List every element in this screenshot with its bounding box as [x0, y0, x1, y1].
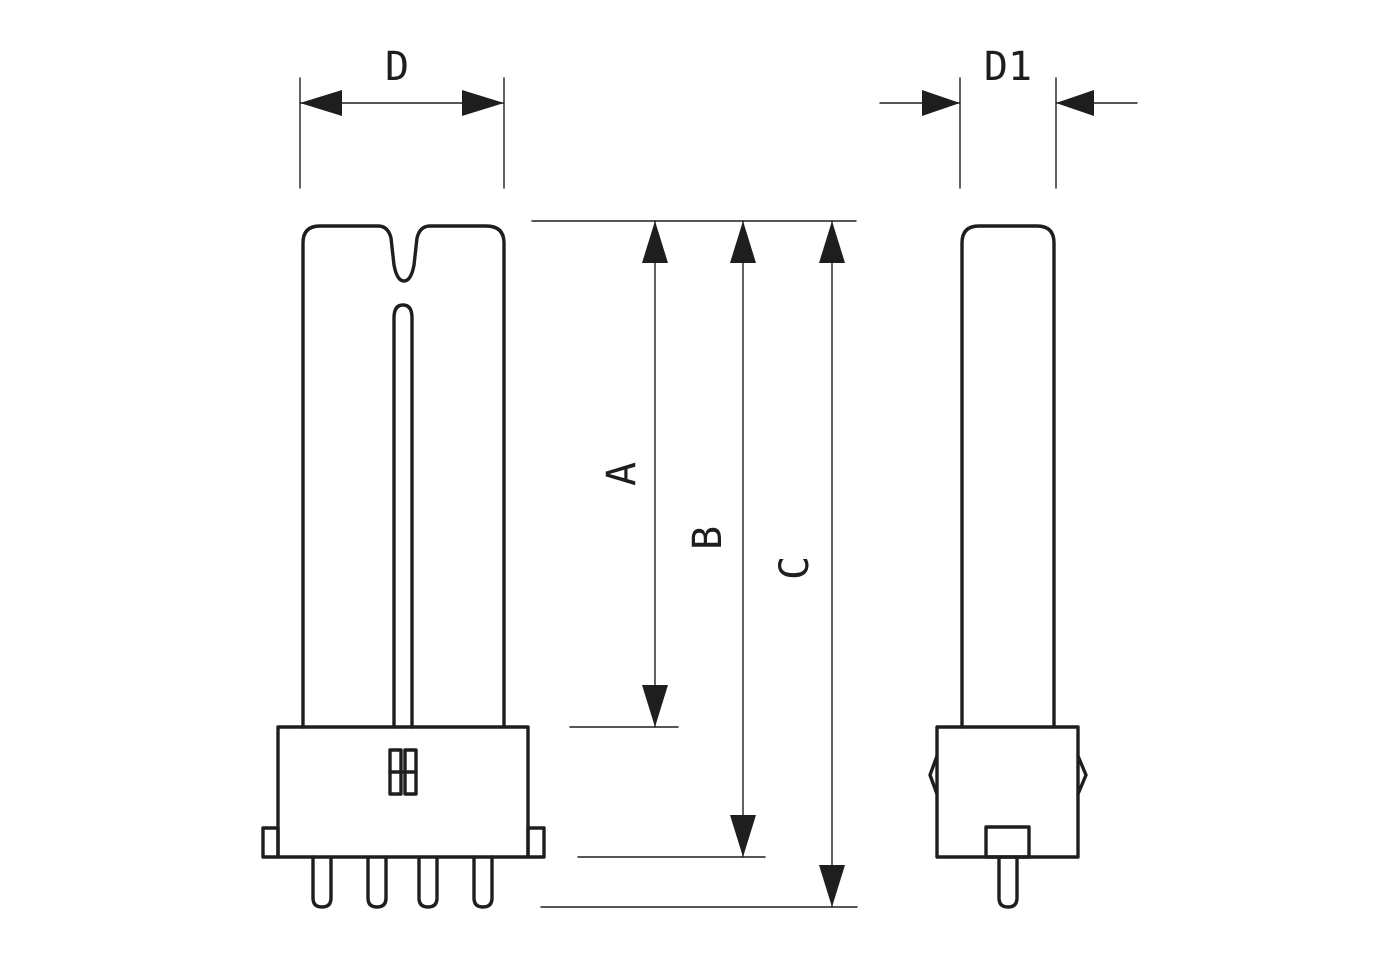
front-pin-4 — [472, 855, 494, 909]
side-view — [928, 224, 1088, 909]
d-arrow-right — [462, 90, 504, 116]
reference-lines — [531, 220, 858, 908]
dimension-d: D — [299, 44, 505, 189]
d1-arrow-left — [922, 90, 960, 116]
front-pin-3 — [417, 855, 439, 909]
b-arrow-top — [730, 221, 756, 263]
c-label: C — [772, 556, 818, 580]
front-left-lug — [261, 826, 280, 859]
side-left-nub — [928, 754, 939, 796]
a-arrow-bottom — [642, 685, 668, 727]
d1-label: D1 — [984, 44, 1032, 90]
a-label: A — [599, 462, 645, 486]
dimension-c: C — [772, 220, 845, 908]
dimension-a: A — [599, 220, 668, 728]
front-base — [276, 725, 530, 859]
a-arrow-top — [642, 221, 668, 263]
d1-arrow-right — [1056, 90, 1094, 116]
dimension-d1: D1 — [879, 44, 1138, 189]
d-arrow-left — [300, 90, 342, 116]
side-base-key — [984, 825, 1031, 859]
b-label: B — [685, 526, 731, 550]
side-base — [935, 725, 1080, 859]
d-label: D — [385, 44, 409, 90]
c-arrow-bottom — [819, 865, 845, 907]
front-view — [261, 224, 546, 909]
side-right-nub — [1076, 754, 1088, 796]
c-arrow-top — [819, 221, 845, 263]
front-tube-slot — [392, 303, 414, 729]
side-tube-outline — [960, 224, 1056, 729]
dimension-b: B — [685, 220, 756, 858]
front-right-lug — [526, 826, 546, 859]
front-pin-1 — [311, 855, 333, 909]
b-arrow-bottom — [730, 815, 756, 857]
side-pin — [997, 855, 1019, 909]
front-pin-2 — [366, 855, 388, 909]
front-tube-outline — [301, 224, 506, 729]
